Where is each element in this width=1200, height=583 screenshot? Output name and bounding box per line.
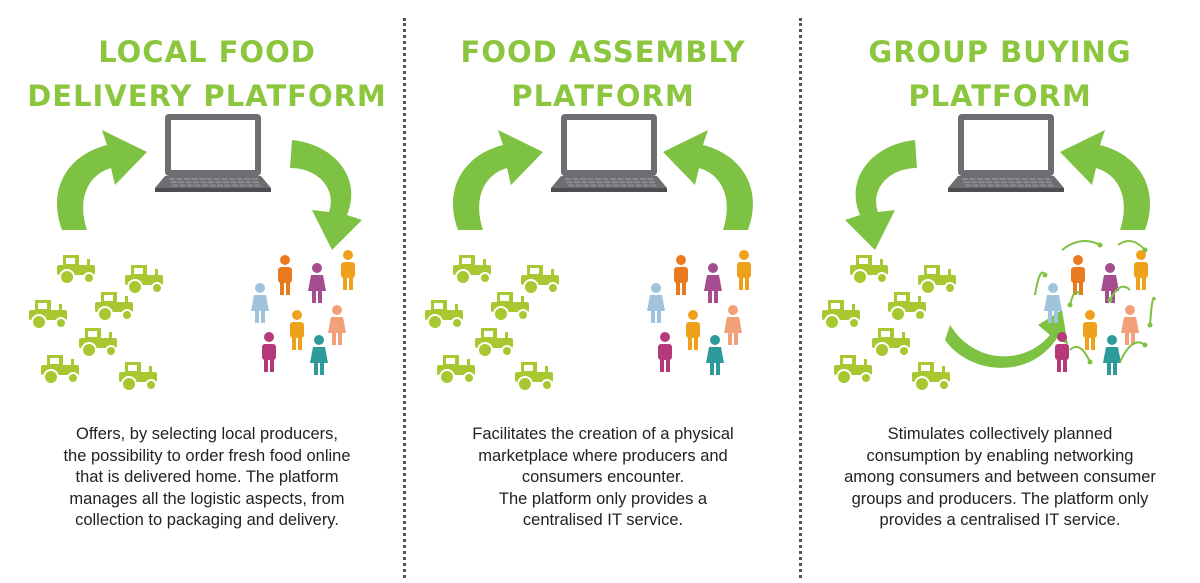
panel-title: FOOD ASSEMBLY PLATFORM bbox=[460, 35, 746, 113]
dotted-divider bbox=[799, 18, 802, 578]
network-link bbox=[1149, 296, 1156, 326]
network-link bbox=[1119, 341, 1146, 363]
tractor-icon bbox=[912, 362, 950, 392]
tractor-icon bbox=[888, 292, 926, 322]
tractor-icon bbox=[79, 328, 117, 358]
network-link bbox=[1069, 290, 1081, 306]
person-icon bbox=[706, 335, 724, 375]
tractor-icon bbox=[834, 355, 872, 385]
laptop-icon bbox=[948, 114, 1064, 192]
person-icon bbox=[647, 283, 665, 323]
panel-title: GROUP BUYING PLATFORM bbox=[868, 35, 1132, 113]
tractor-icon bbox=[475, 328, 513, 358]
curved-arrow-icon bbox=[663, 130, 753, 230]
person-icon bbox=[1071, 255, 1085, 295]
curved-arrow-icon bbox=[453, 130, 543, 230]
person-icon bbox=[1055, 332, 1069, 372]
tractor-icon bbox=[41, 355, 79, 385]
tractor-icon bbox=[872, 328, 910, 358]
person-icon bbox=[737, 250, 751, 290]
panel-illustration bbox=[29, 114, 362, 392]
person-icon bbox=[1101, 263, 1119, 303]
person-icon bbox=[1083, 310, 1097, 350]
tractor-group bbox=[425, 255, 559, 392]
network-link bbox=[1069, 346, 1091, 363]
person-icon bbox=[686, 310, 700, 350]
dotted-divider bbox=[403, 18, 406, 578]
curved-arrow-icon bbox=[57, 130, 148, 230]
tractor-icon bbox=[95, 292, 133, 322]
network-link bbox=[1117, 240, 1146, 251]
tractor-icon bbox=[515, 362, 553, 392]
tractor-icon bbox=[437, 355, 475, 385]
panel-local-food-delivery: LOCAL FOOD DELIVERY PLATFORM Offers, by … bbox=[7, 0, 407, 583]
person-icon bbox=[724, 305, 742, 345]
tractor-group bbox=[822, 255, 956, 392]
panel-description: Facilitates the creation of a physical m… bbox=[472, 425, 734, 529]
person-icon bbox=[1103, 335, 1121, 375]
curved-arrow-icon bbox=[290, 140, 362, 250]
person-icon bbox=[341, 250, 355, 290]
tractor-icon bbox=[425, 300, 463, 330]
person-icon bbox=[290, 310, 304, 350]
tractor-icon bbox=[57, 255, 95, 285]
panel-description: Offers, by selecting local producers, th… bbox=[63, 425, 351, 529]
panel-title: LOCAL FOOD DELIVERY PLATFORM bbox=[27, 35, 387, 113]
tractor-icon bbox=[822, 300, 860, 330]
person-icon bbox=[1121, 305, 1139, 345]
person-icon bbox=[1134, 250, 1148, 290]
tractor-icon bbox=[29, 300, 67, 330]
tractor-group bbox=[29, 255, 163, 392]
person-icon bbox=[251, 283, 269, 323]
panel-group-buying: GROUP BUYING PLATFORM Stimulates collect… bbox=[800, 0, 1200, 583]
person-icon bbox=[658, 332, 672, 372]
person-icon bbox=[704, 263, 722, 303]
tractor-icon bbox=[521, 265, 559, 295]
people-group bbox=[1034, 240, 1156, 375]
tractor-icon bbox=[119, 362, 157, 392]
panel-illustration bbox=[822, 114, 1156, 392]
person-icon bbox=[674, 255, 688, 295]
network-link bbox=[1109, 285, 1131, 301]
person-icon bbox=[308, 263, 326, 303]
person-icon bbox=[1044, 283, 1062, 323]
curved-arrow-icon bbox=[845, 140, 917, 250]
panel-food-assembly: FOOD ASSEMBLY PLATFORM Facilitates the c… bbox=[403, 0, 803, 583]
laptop-icon bbox=[155, 114, 271, 192]
laptop-icon bbox=[551, 114, 667, 192]
person-icon bbox=[278, 255, 292, 295]
panel-illustration bbox=[425, 114, 753, 392]
tractor-icon bbox=[453, 255, 491, 285]
tractor-icon bbox=[125, 265, 163, 295]
curved-arrow-icon bbox=[945, 310, 1068, 368]
people-group bbox=[647, 250, 751, 375]
tractor-icon bbox=[918, 265, 956, 295]
person-icon bbox=[262, 332, 276, 372]
tractor-icon bbox=[850, 255, 888, 285]
panel-description: Stimulates collectively planned consumpt… bbox=[844, 425, 1156, 529]
person-icon bbox=[328, 305, 346, 345]
tractor-icon bbox=[491, 292, 529, 322]
person-icon bbox=[310, 335, 328, 375]
network-link bbox=[1061, 240, 1101, 251]
people-group bbox=[251, 250, 355, 375]
curved-arrow-icon bbox=[1060, 130, 1150, 230]
